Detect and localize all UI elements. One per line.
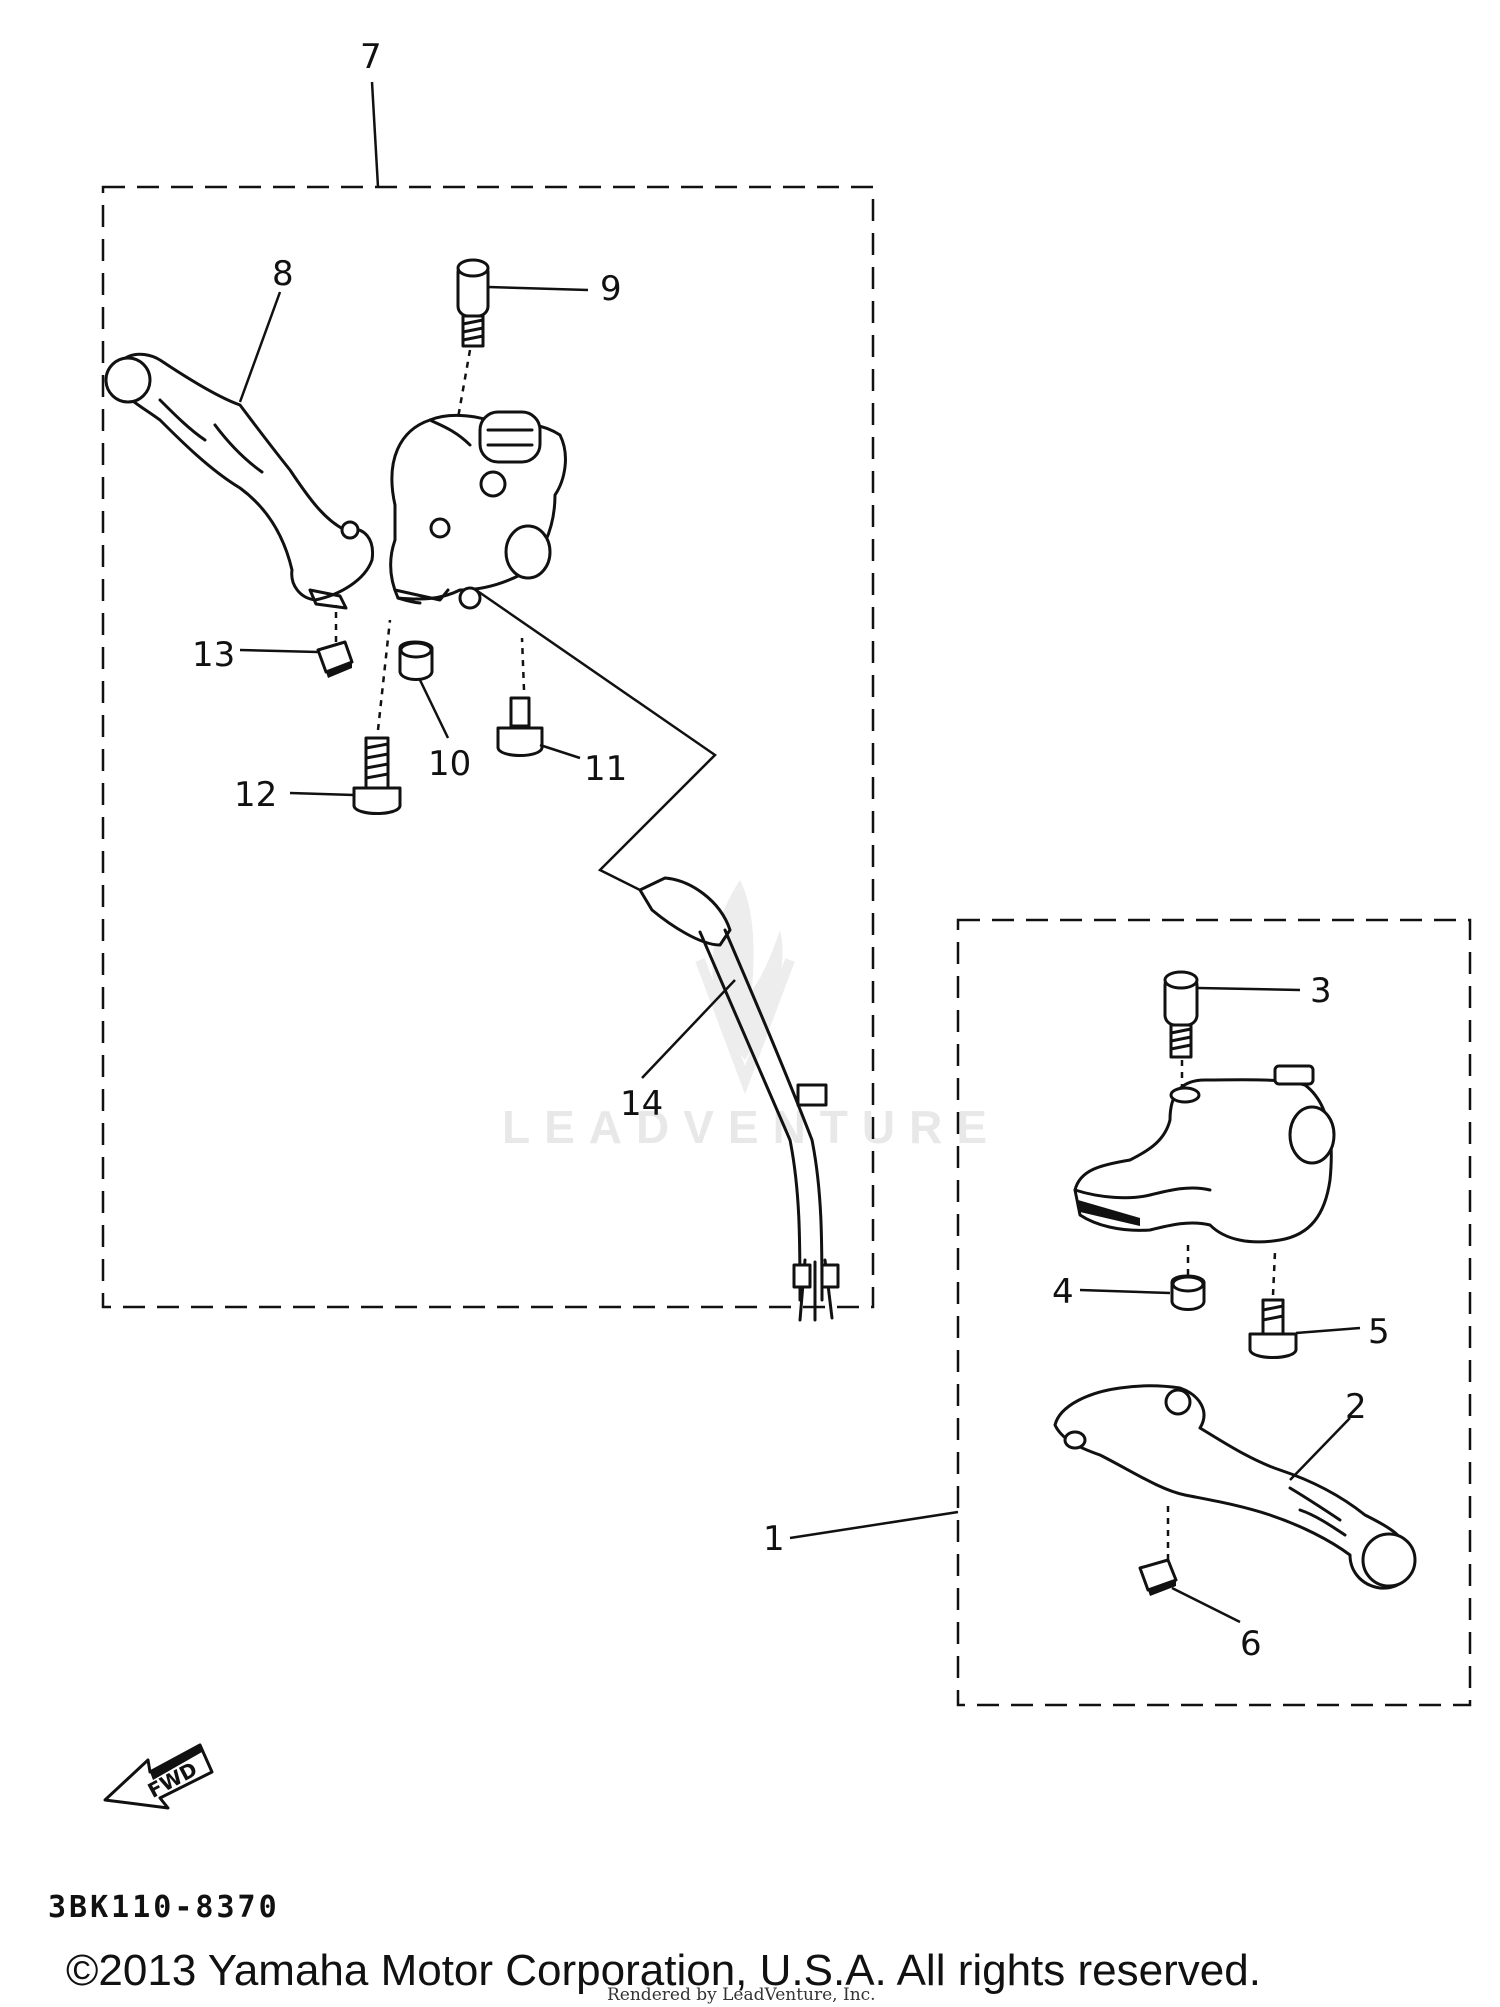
callout-13-leader xyxy=(239,648,319,654)
callout-5-leader xyxy=(1295,1326,1361,1335)
assembly-1-boundary xyxy=(956,918,1472,1707)
screw-5-axis xyxy=(1271,1251,1277,1296)
callout-3: 3 xyxy=(1310,971,1332,1011)
fwd-arrow-icon: FWD xyxy=(103,1743,214,1810)
callout-12: 12 xyxy=(234,775,277,815)
callout-4: 4 xyxy=(1052,1272,1074,1312)
part-3-bolt xyxy=(1163,970,1199,1059)
callout-2-leader xyxy=(1289,1417,1351,1481)
part-6-nut xyxy=(1138,1558,1178,1596)
callout-5: 5 xyxy=(1368,1312,1390,1352)
callout-4-leader xyxy=(1079,1288,1171,1295)
callout-10: 10 xyxy=(428,744,471,784)
part-2-lever xyxy=(1053,1384,1417,1590)
callout-11-leader xyxy=(539,743,581,760)
leadventure-watermark: LEADVENTURE xyxy=(502,880,1001,1153)
part-4-nut xyxy=(1170,1274,1206,1311)
callout-8: 8 xyxy=(272,254,294,294)
screw-12-axis xyxy=(376,619,392,731)
copyright-notice: ©2013 Yamaha Motor Corporation, U.S.A. A… xyxy=(66,1946,1261,1995)
callout-3-leader xyxy=(1197,986,1301,992)
callout-13: 13 xyxy=(192,635,235,675)
rendered-by-notice: Rendered by LeadVenture, Inc. xyxy=(607,1985,876,2005)
screw-11-axis xyxy=(520,637,526,691)
callout-2: 2 xyxy=(1345,1387,1367,1427)
part-9-bolt xyxy=(456,258,490,348)
diagram-code: 3BK110-8370 xyxy=(48,1890,280,1925)
part-12-screw xyxy=(352,736,402,815)
brake-perch-body xyxy=(1073,1064,1336,1244)
callout-10-leader xyxy=(418,679,450,739)
part-8-lever xyxy=(104,352,375,610)
callout-8-leader xyxy=(238,291,282,403)
watermark-text: LEADVENTURE xyxy=(502,1101,1001,1153)
callout-7: 7 xyxy=(360,37,382,77)
part-11-screw xyxy=(496,696,544,757)
part-13-nut xyxy=(316,640,354,678)
callout-9-leader xyxy=(487,285,589,292)
callout-7-leader xyxy=(370,81,380,188)
callout-11: 11 xyxy=(584,749,627,789)
clutch-perch-body xyxy=(389,410,567,610)
callout-6: 6 xyxy=(1240,1624,1262,1664)
callout-6-leader xyxy=(1171,1586,1241,1624)
assembly-7-boundary xyxy=(101,185,875,1309)
callout-9: 9 xyxy=(600,269,622,309)
callout-14: 14 xyxy=(620,1084,663,1124)
callout-12-leader xyxy=(289,791,355,797)
callout-14-leader xyxy=(641,979,736,1079)
callout-1-leader xyxy=(789,1510,959,1540)
callout-1: 1 xyxy=(763,1519,785,1559)
part-5-screw xyxy=(1248,1298,1298,1359)
part-10-nut xyxy=(398,640,434,681)
